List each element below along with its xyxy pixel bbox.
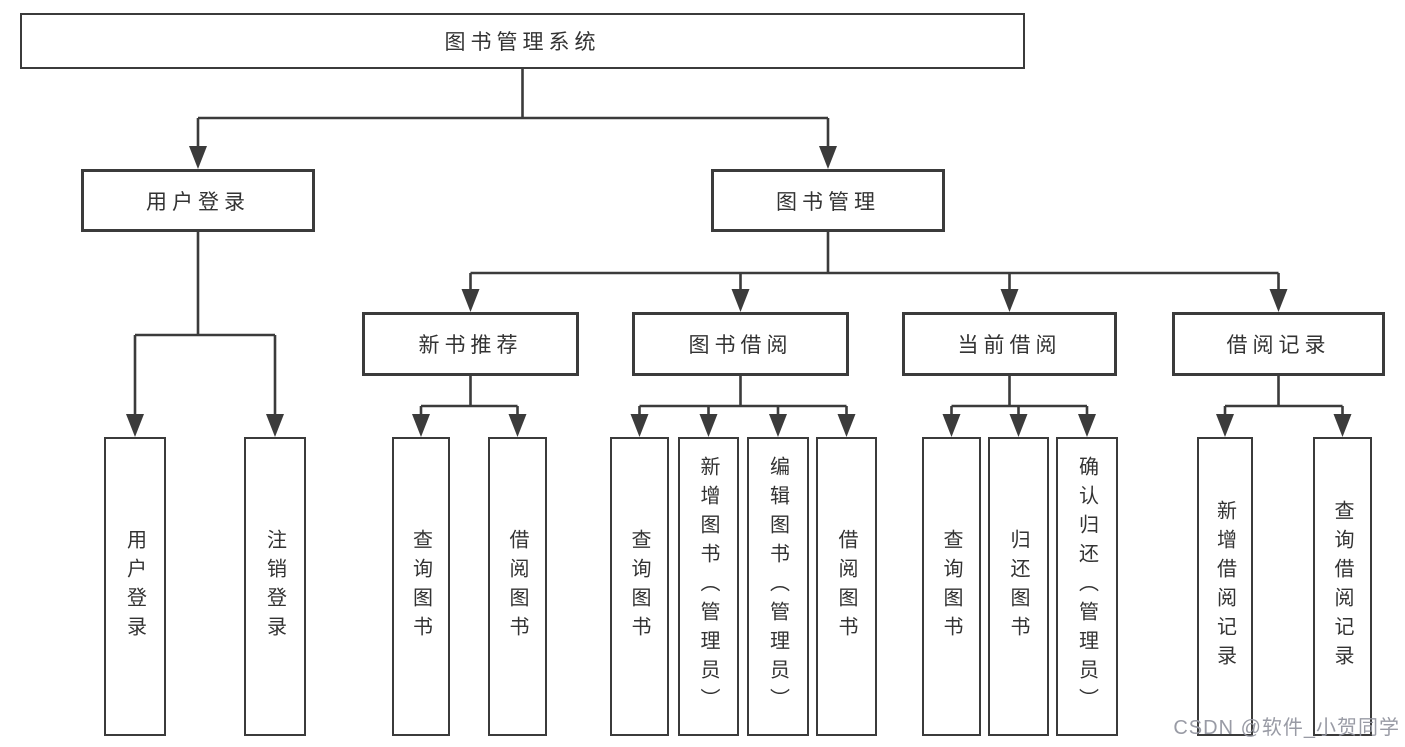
leaf-add-book-admin: 新增图书（管理员） [678, 437, 739, 736]
arrowhead-down-icon [126, 414, 144, 437]
arrowhead-down-icon [1009, 414, 1028, 437]
node-borrow-records: 借阅记录 [1172, 312, 1385, 376]
arrowhead-down-icon [461, 289, 480, 312]
arrowhead-down-icon [266, 414, 284, 437]
connector-borrow-records [1216, 376, 1352, 437]
arrowhead-down-icon [942, 414, 961, 437]
connector-login [126, 232, 284, 437]
arrowhead-down-icon [769, 414, 787, 437]
connector-mgmt [461, 232, 1288, 312]
arrowhead-down-icon [699, 414, 718, 437]
leaf-query-books-recommend: 查询图书 [392, 437, 450, 736]
node-book-borrow: 图书借阅 [632, 312, 849, 376]
leaf-query-books-borrow: 查询图书 [610, 437, 669, 736]
leaf-confirm-return-admin: 确认归还（管理员） [1056, 437, 1118, 736]
leaf-return-book: 归还图书 [988, 437, 1049, 736]
arrowhead-down-icon [1000, 289, 1019, 312]
arrowhead-down-icon [630, 414, 649, 437]
connector-root [189, 69, 837, 169]
arrowhead-down-icon [189, 146, 207, 169]
connector-book-borrow [630, 376, 856, 437]
connector-current-borrow [942, 376, 1096, 437]
node-book-management: 图书管理 [711, 169, 945, 232]
leaf-query-books-current: 查询图书 [922, 437, 981, 736]
arrowhead-down-icon [1078, 414, 1096, 437]
leaf-borrow-book: 借阅图书 [816, 437, 877, 736]
connector-new-book-recommend [412, 376, 527, 437]
arrowhead-down-icon [837, 414, 856, 437]
leaf-add-borrow-record: 新增借阅记录 [1197, 437, 1253, 736]
csdn-watermark: CSDN @软件_小贺同学 [1173, 717, 1400, 739]
leaf-edit-book-admin: 编辑图书（管理员） [747, 437, 809, 736]
arrowhead-down-icon [508, 414, 527, 437]
arrowhead-down-icon [1269, 289, 1288, 312]
node-root-library-system: 图书管理系统 [20, 13, 1025, 69]
arrowhead-down-icon [412, 414, 430, 437]
leaf-query-borrow-record: 查询借阅记录 [1313, 437, 1372, 736]
arrowhead-down-icon [819, 146, 837, 169]
arrowhead-down-icon [731, 289, 750, 312]
leaf-logout: 注销登录 [244, 437, 306, 736]
node-new-book-recommend: 新书推荐 [362, 312, 579, 376]
arrowhead-down-icon [1216, 414, 1234, 437]
node-user-login: 用户登录 [81, 169, 315, 232]
leaf-borrow-book-recommend: 借阅图书 [488, 437, 547, 736]
arrowhead-down-icon [1333, 414, 1352, 437]
leaf-user-login: 用户登录 [104, 437, 166, 736]
node-current-borrow: 当前借阅 [902, 312, 1117, 376]
